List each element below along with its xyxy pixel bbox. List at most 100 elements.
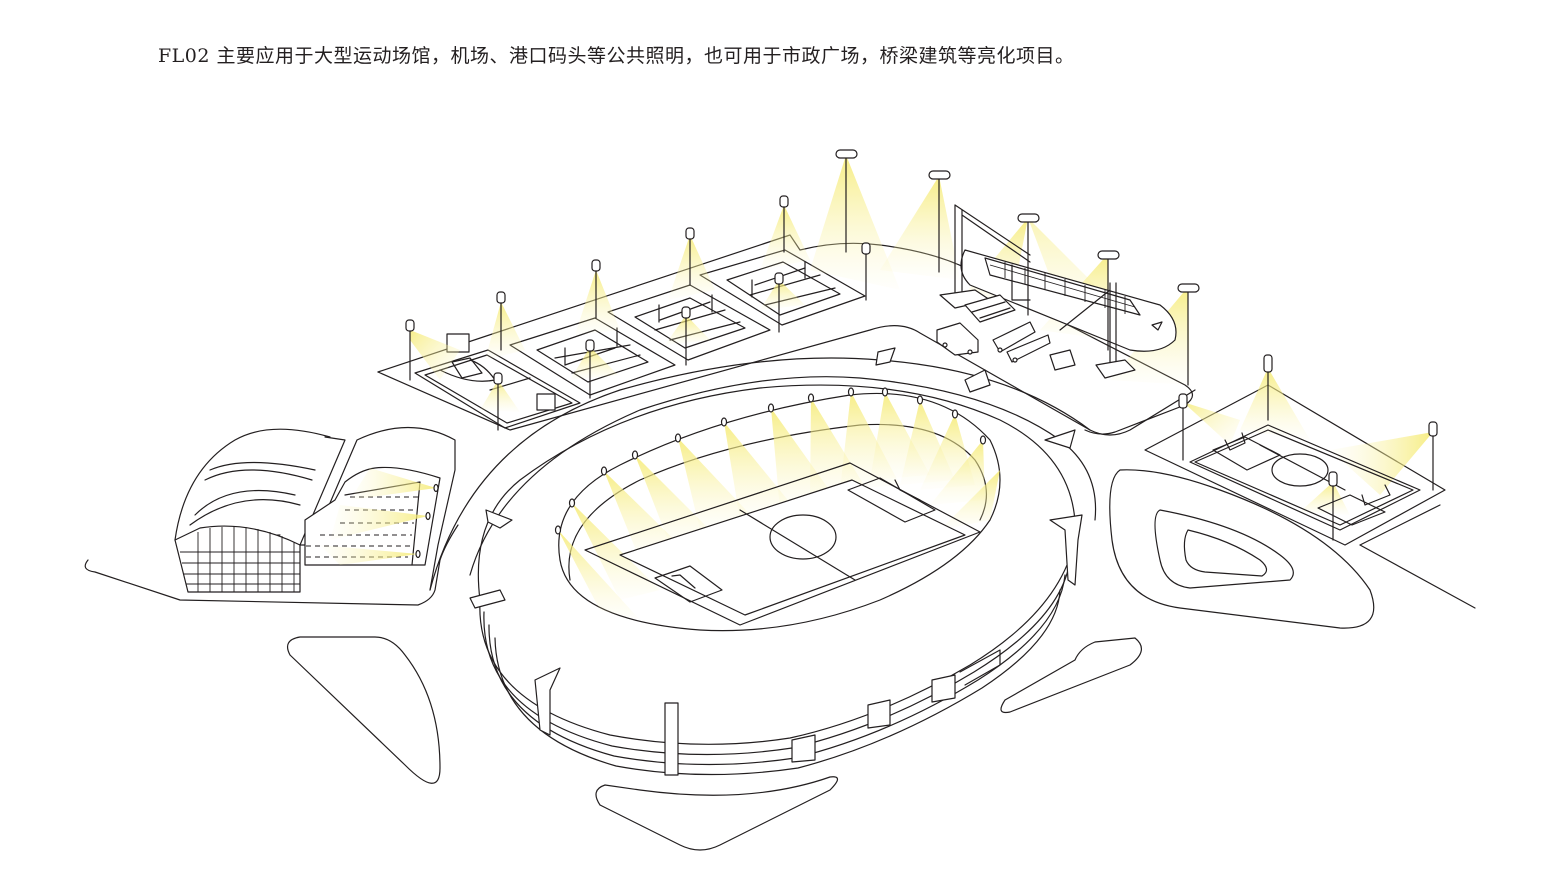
light-pole (774, 272, 784, 333)
stadium-light-beams (558, 392, 1000, 620)
flood-light-icon (1328, 471, 1338, 487)
light-pole (779, 195, 789, 253)
traffic-island-far-right (1109, 469, 1375, 629)
caption-text: FL02 主要应用于大型运动场馆，机场、港口码头等公共照明，也可用于市政广场，桥… (158, 45, 1075, 67)
penalty-box (654, 565, 723, 603)
stadium (429, 347, 1097, 776)
arena-glass-grid (180, 526, 300, 592)
stadium-pylon (534, 667, 561, 736)
courts-front-edge (377, 325, 1196, 436)
flood-light-icon (928, 170, 951, 180)
field-plot (1144, 384, 1446, 546)
light-pole (1328, 471, 1338, 541)
goal (671, 479, 921, 589)
light-pole (1017, 213, 1040, 316)
light-pole (835, 149, 858, 253)
island-inner-1 (1154, 509, 1294, 589)
arena-roof-left (174, 428, 331, 541)
traffic-island-left (287, 636, 441, 784)
ship-anchor (1151, 321, 1163, 331)
cargo-crates (964, 294, 1016, 323)
basketball-hoop-board (536, 393, 556, 411)
flood-light-icon (585, 339, 595, 352)
flood-light-icon (674, 433, 682, 443)
arena-plaza-outline (84, 524, 459, 606)
stadium-rim (477, 384, 1076, 601)
bowl-upper-edge (558, 392, 1001, 561)
flood-light-icon (568, 498, 576, 508)
flood-light-icon (1263, 354, 1273, 373)
flood-light-icon (979, 435, 987, 445)
flood-light-icon (600, 466, 608, 476)
center-circle (769, 514, 837, 560)
light-pole (1177, 283, 1200, 386)
flood-light-icon (779, 195, 789, 208)
flood-light-icon (631, 450, 639, 460)
gantry-crane (939, 204, 1031, 309)
flood-light-icon (554, 525, 562, 535)
stadium-pylon (875, 347, 896, 366)
flood-light-icon (835, 149, 858, 159)
stadium-support (867, 699, 891, 729)
flood-light-icon (767, 403, 775, 413)
light-beam (330, 505, 428, 540)
light-pole (685, 227, 695, 286)
light-pole (1263, 354, 1273, 421)
flood-light-icon (807, 393, 815, 403)
light-pole (1097, 250, 1120, 351)
ship-containers (989, 262, 1136, 314)
stadium-support (791, 734, 816, 763)
goal (1224, 432, 1246, 451)
stadium-pylon (485, 509, 513, 529)
light-pole (585, 339, 595, 399)
flood-light-icon (1428, 421, 1438, 437)
indoor-arena (84, 427, 459, 606)
stadium-pylon (1044, 429, 1076, 449)
court-light-poles (405, 149, 960, 431)
stadium-lights (554, 387, 987, 535)
truck (936, 322, 979, 356)
flood-light-icon (415, 549, 421, 559)
road-edge-right-2 (1359, 504, 1441, 546)
truck (992, 321, 1036, 353)
flood-light-icon (405, 319, 415, 332)
halfway-line (739, 509, 856, 581)
flood-light-icon (591, 259, 601, 272)
light-pole (591, 259, 601, 319)
flood-light-icon (685, 227, 695, 240)
stadium-support (931, 674, 956, 703)
flood-light-icon (493, 372, 503, 385)
stadium-pylon (664, 702, 679, 776)
flood-light-icon (847, 387, 855, 397)
flood-light-icon (1097, 250, 1120, 260)
stadium-pylon (1049, 514, 1083, 586)
light-beam (320, 545, 418, 565)
flood-light-icon (951, 409, 959, 419)
flood-light-icon (881, 387, 889, 397)
bowl-lower-edge (559, 519, 991, 632)
ground-islands (287, 469, 1476, 851)
pitch-outer (584, 462, 981, 626)
light-beam (350, 468, 436, 500)
flood-light-icon (496, 291, 506, 304)
light-pole (496, 291, 506, 351)
flood-light-icon (1017, 213, 1040, 223)
flood-light-icon (774, 272, 784, 285)
island-inner-2 (1183, 529, 1268, 577)
light-pole (1428, 421, 1438, 491)
soccer-field (1144, 354, 1446, 546)
traffic-island-right (1000, 637, 1142, 714)
flood-light-icon (916, 395, 924, 405)
flood-light-icon (861, 242, 871, 255)
light-pole (405, 319, 415, 381)
penalty-box (847, 477, 936, 523)
flood-light-icon (433, 483, 439, 493)
pitch (619, 479, 966, 616)
stadium-pylon (964, 369, 991, 393)
flood-light-icon (720, 417, 728, 427)
flood-light-icon (1177, 283, 1200, 293)
light-pole (1178, 393, 1188, 461)
traffic-island-bottom (595, 776, 839, 851)
truck (1006, 334, 1051, 363)
